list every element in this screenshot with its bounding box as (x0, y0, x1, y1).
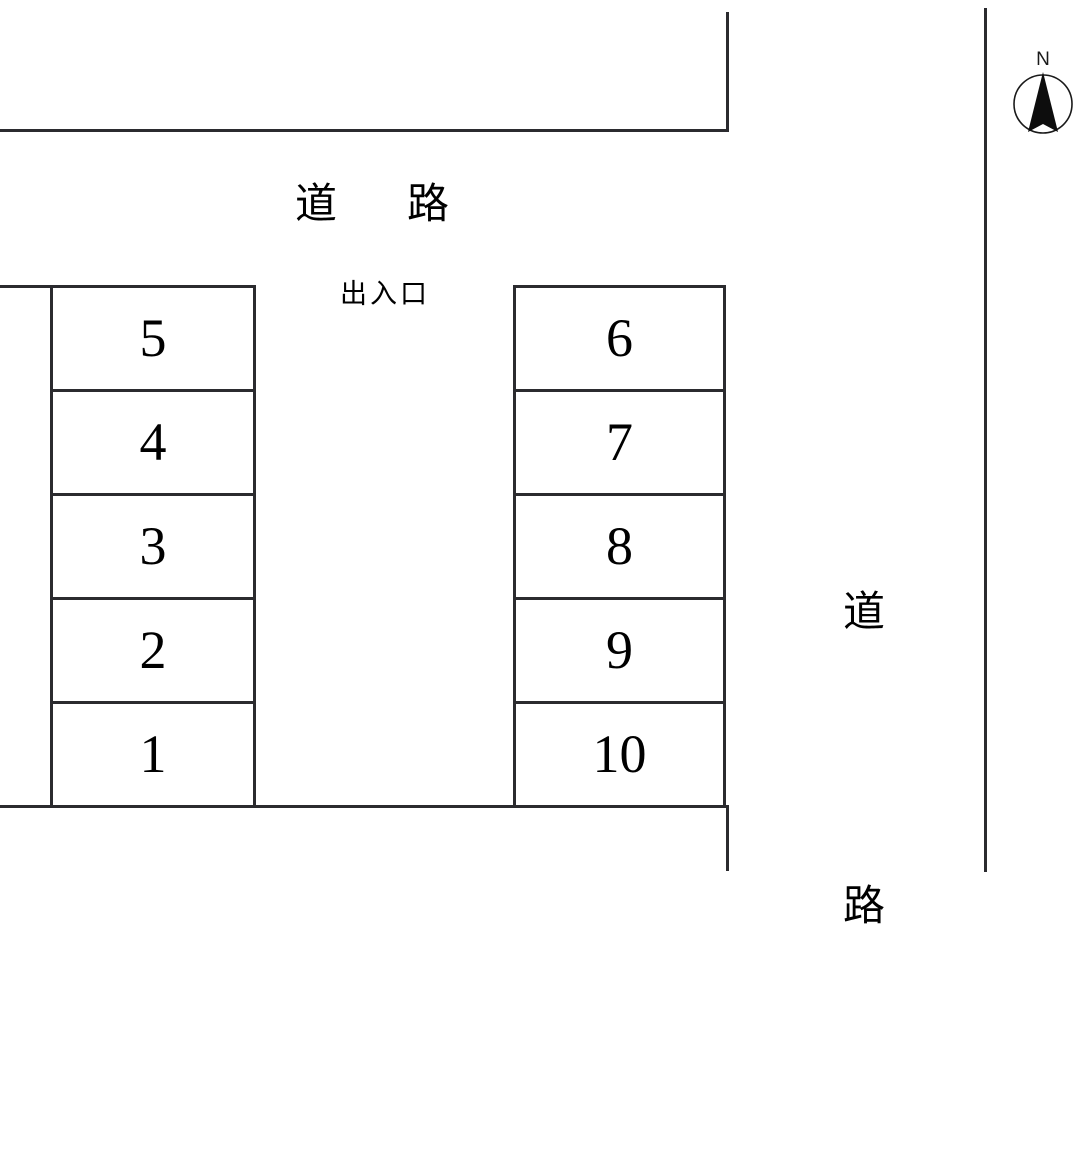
parking-stall[interactable]: 7 (516, 392, 723, 496)
stall-number: 7 (606, 411, 633, 472)
road-label-right: 道 路 (836, 367, 892, 1151)
parking-stall[interactable]: 5 (53, 288, 253, 392)
stall-number: 8 (606, 515, 633, 576)
parking-stall[interactable]: 4 (53, 392, 253, 496)
parking-stall[interactable]: 8 (516, 496, 723, 600)
stall-number: 6 (606, 307, 633, 368)
stall-number: 10 (592, 723, 647, 784)
parking-stall[interactable]: 2 (53, 600, 253, 704)
road-boundary-top-horizontal (0, 129, 729, 132)
parking-stall[interactable]: 10 (516, 704, 723, 805)
lot-boundary-bottom (0, 805, 729, 808)
stall-number: 2 (139, 619, 167, 680)
stall-number: 5 (139, 307, 167, 368)
parking-lot-diagram: 5 4 3 2 1 6 7 8 9 10 道 路 出入口 (0, 8, 1073, 930)
road-label-right-char1: 道 (842, 587, 885, 636)
left-stall-block: 5 4 3 2 1 (50, 285, 256, 808)
right-stall-block: 6 7 8 9 10 (513, 285, 726, 808)
parking-stall[interactable]: 3 (53, 496, 253, 600)
stall-number: 9 (606, 619, 633, 680)
parking-stall[interactable]: 1 (53, 704, 253, 805)
north-arrow-icon (1013, 72, 1073, 134)
entrance-exit-label: 出入口 (340, 279, 430, 310)
road-boundary-bottom-vertical (726, 805, 729, 871)
stall-number: 3 (139, 515, 167, 576)
parking-stall[interactable]: 9 (516, 600, 723, 704)
lot-boundary-top-left-stub (0, 285, 53, 288)
road-boundary-right-vertical (984, 8, 987, 872)
stall-number: 4 (139, 411, 167, 472)
north-label: N (1036, 49, 1050, 70)
road-label-top: 道 路 (295, 179, 464, 228)
road-label-right-char2: 路 (842, 881, 885, 930)
stall-number: 1 (139, 723, 167, 784)
road-boundary-top-vertical (726, 12, 729, 132)
parking-stall[interactable]: 6 (516, 288, 723, 392)
